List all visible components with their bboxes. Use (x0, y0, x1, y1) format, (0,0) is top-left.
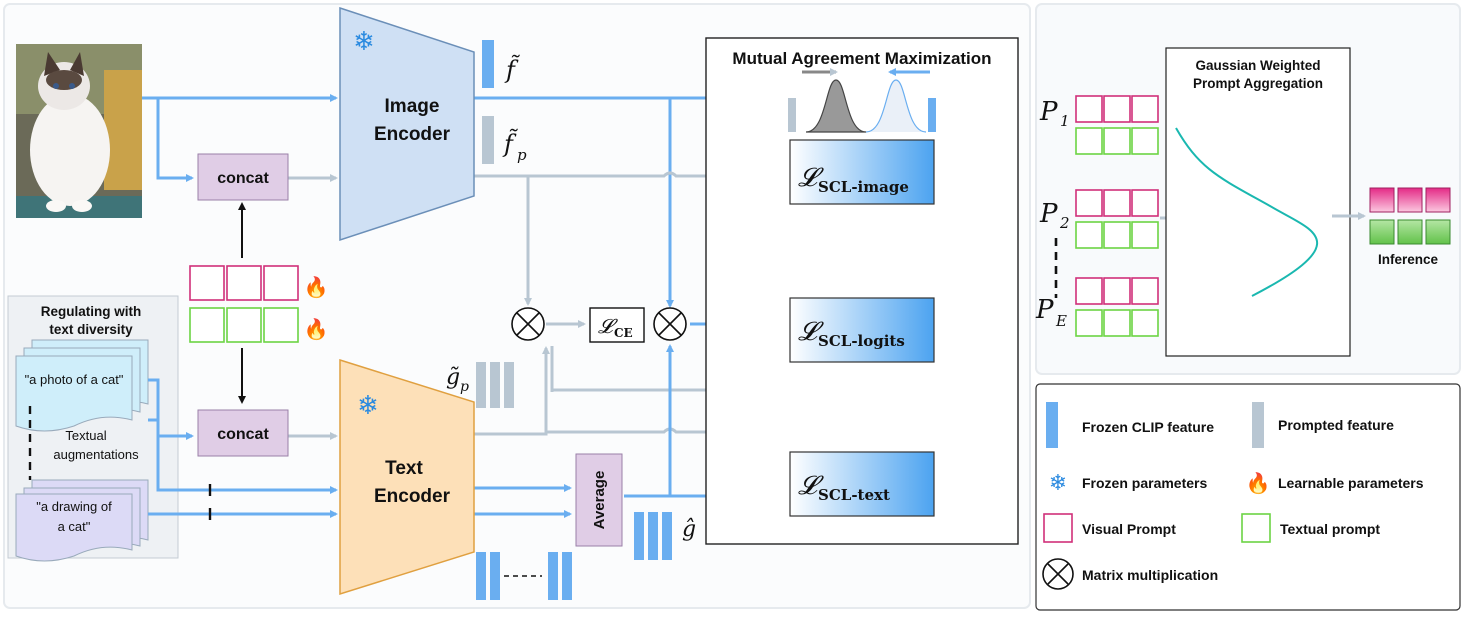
concat-box-image (197, 153, 289, 201)
loss-image-box (789, 139, 935, 205)
legend-prompted-label: Prompted feature (1278, 417, 1394, 433)
p2-sub: 2 (1059, 214, 1070, 232)
average-box (575, 453, 623, 547)
textual-aug-line1: Textual (65, 428, 106, 443)
mutual-agreement-title: Mutual Agreement Maximization (732, 49, 991, 68)
arrow-doc-to-concat (148, 378, 194, 440)
image-encoder (339, 6, 475, 242)
matmul-2-icon (653, 307, 687, 341)
legend-prompted-swatch (1252, 402, 1264, 448)
regulating-title-line2: text diversity (49, 322, 133, 337)
g-tilde-p-sub: p (460, 379, 469, 395)
loss-text-box (789, 451, 935, 517)
g-tilde-p-label: g̃ (446, 365, 460, 390)
textual-prompt-fire-icon: 🔥 (304, 317, 329, 341)
p1-prompts (1075, 95, 1159, 155)
prompt-drawing-line1: "a drawing of (36, 499, 112, 514)
text-encoder-label-1: Text (385, 458, 423, 479)
g-hat-label: ĝ (682, 517, 696, 542)
prompt-drawing-doc (15, 479, 149, 562)
visual-prompt-fire-icon: 🔥 (304, 275, 329, 299)
pe-label: P (1035, 295, 1054, 325)
image-encoder-label-1: Image (385, 96, 440, 117)
p2-label: P (1039, 199, 1058, 229)
legend-visual-prompt-swatch (1043, 513, 1073, 543)
image-encoder-label-2: Encoder (374, 124, 451, 145)
textual-prompt-grid (189, 307, 299, 343)
text-encoder-label-2: Encoder (374, 486, 451, 507)
f-tilde-bar (482, 40, 494, 88)
concat-box-text (197, 409, 289, 457)
prompt-photo-text: "a photo of a cat" (25, 372, 124, 387)
aggregation-title-line2: Prompt Aggregation (1193, 76, 1323, 91)
cat-photo (16, 44, 142, 218)
f-tilde-p-sub: p (517, 146, 527, 164)
loss-text-sub: SCL-text (818, 486, 890, 504)
p1-label: P (1039, 97, 1058, 127)
pe-prompts (1075, 277, 1159, 337)
g-tilde-p-bars (476, 362, 514, 408)
loss-ce-box (589, 307, 645, 343)
average-label: Average (591, 471, 608, 530)
p2-prompts (1075, 189, 1159, 249)
concat-label-text: concat (217, 426, 269, 443)
legend-matmul-icon (1042, 558, 1074, 590)
aggregation-title-line1: Gaussian Weighted (1195, 58, 1320, 73)
gaussian-curves (788, 68, 936, 133)
inference-label: Inference (1378, 252, 1439, 267)
gaussian-weight-curve (1175, 127, 1319, 297)
legend-panel (1035, 383, 1461, 611)
arrow-fp-to-loss-image (474, 171, 788, 180)
legend-fire-icon: 🔥 (1246, 471, 1271, 495)
concat-label-image: concat (217, 170, 269, 187)
text-encoder-snowflake-icon: ❄ (357, 391, 379, 421)
loss-ce-sub: CE (614, 326, 633, 340)
visual-prompt-grid (189, 265, 299, 301)
legend-frozen-clip-label: Frozen CLIP feature (1082, 419, 1214, 435)
textual-aug-line2: augmentations (53, 447, 139, 462)
legend-textual-prompt-label: Textual prompt (1280, 521, 1380, 537)
matmul-1-icon (511, 307, 545, 341)
arrow-image-to-concat (156, 98, 194, 182)
legend-textual-prompt-swatch (1241, 513, 1271, 543)
arrow-gp-to-otimes1 (474, 346, 550, 436)
prompt-photo-doc (15, 339, 149, 432)
loss-logits-sub: SCL-logits (818, 332, 905, 350)
text-encoder-output-bars (476, 552, 572, 600)
image-encoder-snowflake-icon: ❄ (353, 27, 375, 57)
f-tilde-p-bar (482, 116, 494, 164)
loss-logits-box (789, 297, 935, 363)
pe-sub: E (1055, 312, 1067, 330)
legend-matmul-label: Matrix multiplication (1082, 567, 1218, 583)
legend-learnable-params-label: Learnable parameters (1278, 475, 1424, 491)
loss-image-sub: SCL-image (818, 178, 909, 196)
p1-sub: 1 (1060, 112, 1070, 130)
legend-snowflake-icon: ❄ (1049, 471, 1067, 496)
aggregation-box (1165, 47, 1351, 357)
text-encoder (339, 358, 475, 596)
g-hat-bars (634, 512, 672, 560)
inference-prompts (1369, 187, 1451, 245)
arrow-aug1-to-text-encoder (148, 418, 338, 494)
legend-visual-prompt-label: Visual Prompt (1082, 521, 1176, 537)
legend-frozen-clip-swatch (1046, 402, 1058, 448)
legend-frozen-params-label: Frozen parameters (1082, 475, 1207, 491)
prompt-drawing-line2: a cat" (58, 519, 91, 534)
regulating-title-line1: Regulating with (41, 304, 142, 319)
